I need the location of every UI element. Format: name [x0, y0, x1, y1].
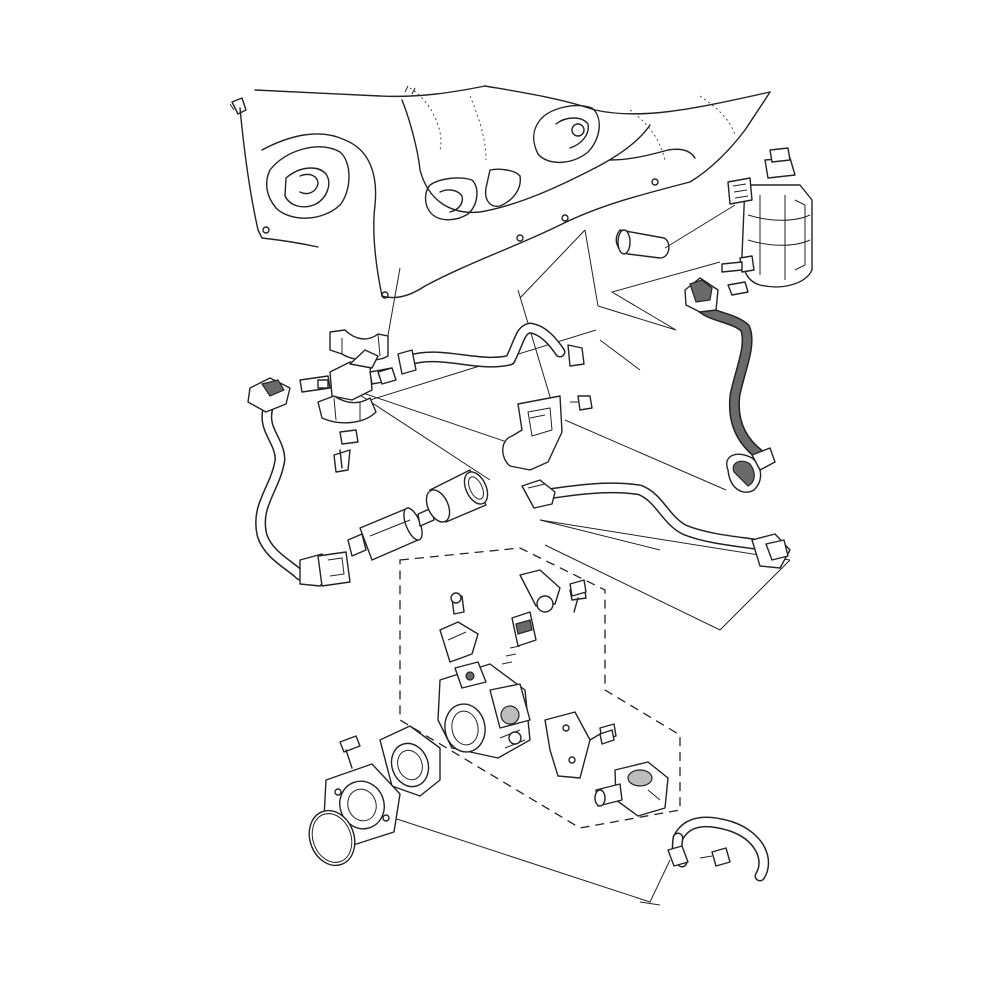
- fuel-pump-assembly: [615, 147, 813, 296]
- bracket: [544, 711, 617, 779]
- pump-outlet-hose: [684, 277, 776, 493]
- insulator-sleeve: [425, 469, 489, 523]
- filter-clamp-lower: [317, 395, 377, 473]
- hose-clips: [667, 845, 731, 867]
- idle-air-control-valve: [594, 761, 669, 817]
- intake-joint: [379, 725, 441, 797]
- throttle-body: [437, 661, 531, 759]
- bolts: [339, 579, 615, 769]
- filter-bracket: [502, 395, 593, 471]
- throttle-body-group-outline: [399, 547, 681, 829]
- filter-inlet-hose: [247, 377, 351, 587]
- feed-hose: [521, 479, 791, 569]
- injector-retainer: [439, 592, 479, 663]
- leader-lines: [344, 229, 791, 906]
- filter-clamp-upper: [329, 329, 389, 361]
- fuel-injector: [501, 611, 537, 665]
- frame-body: [229, 85, 771, 299]
- return-hose: [377, 322, 585, 385]
- fuel-filter: [347, 507, 435, 561]
- o-ring: [308, 809, 356, 867]
